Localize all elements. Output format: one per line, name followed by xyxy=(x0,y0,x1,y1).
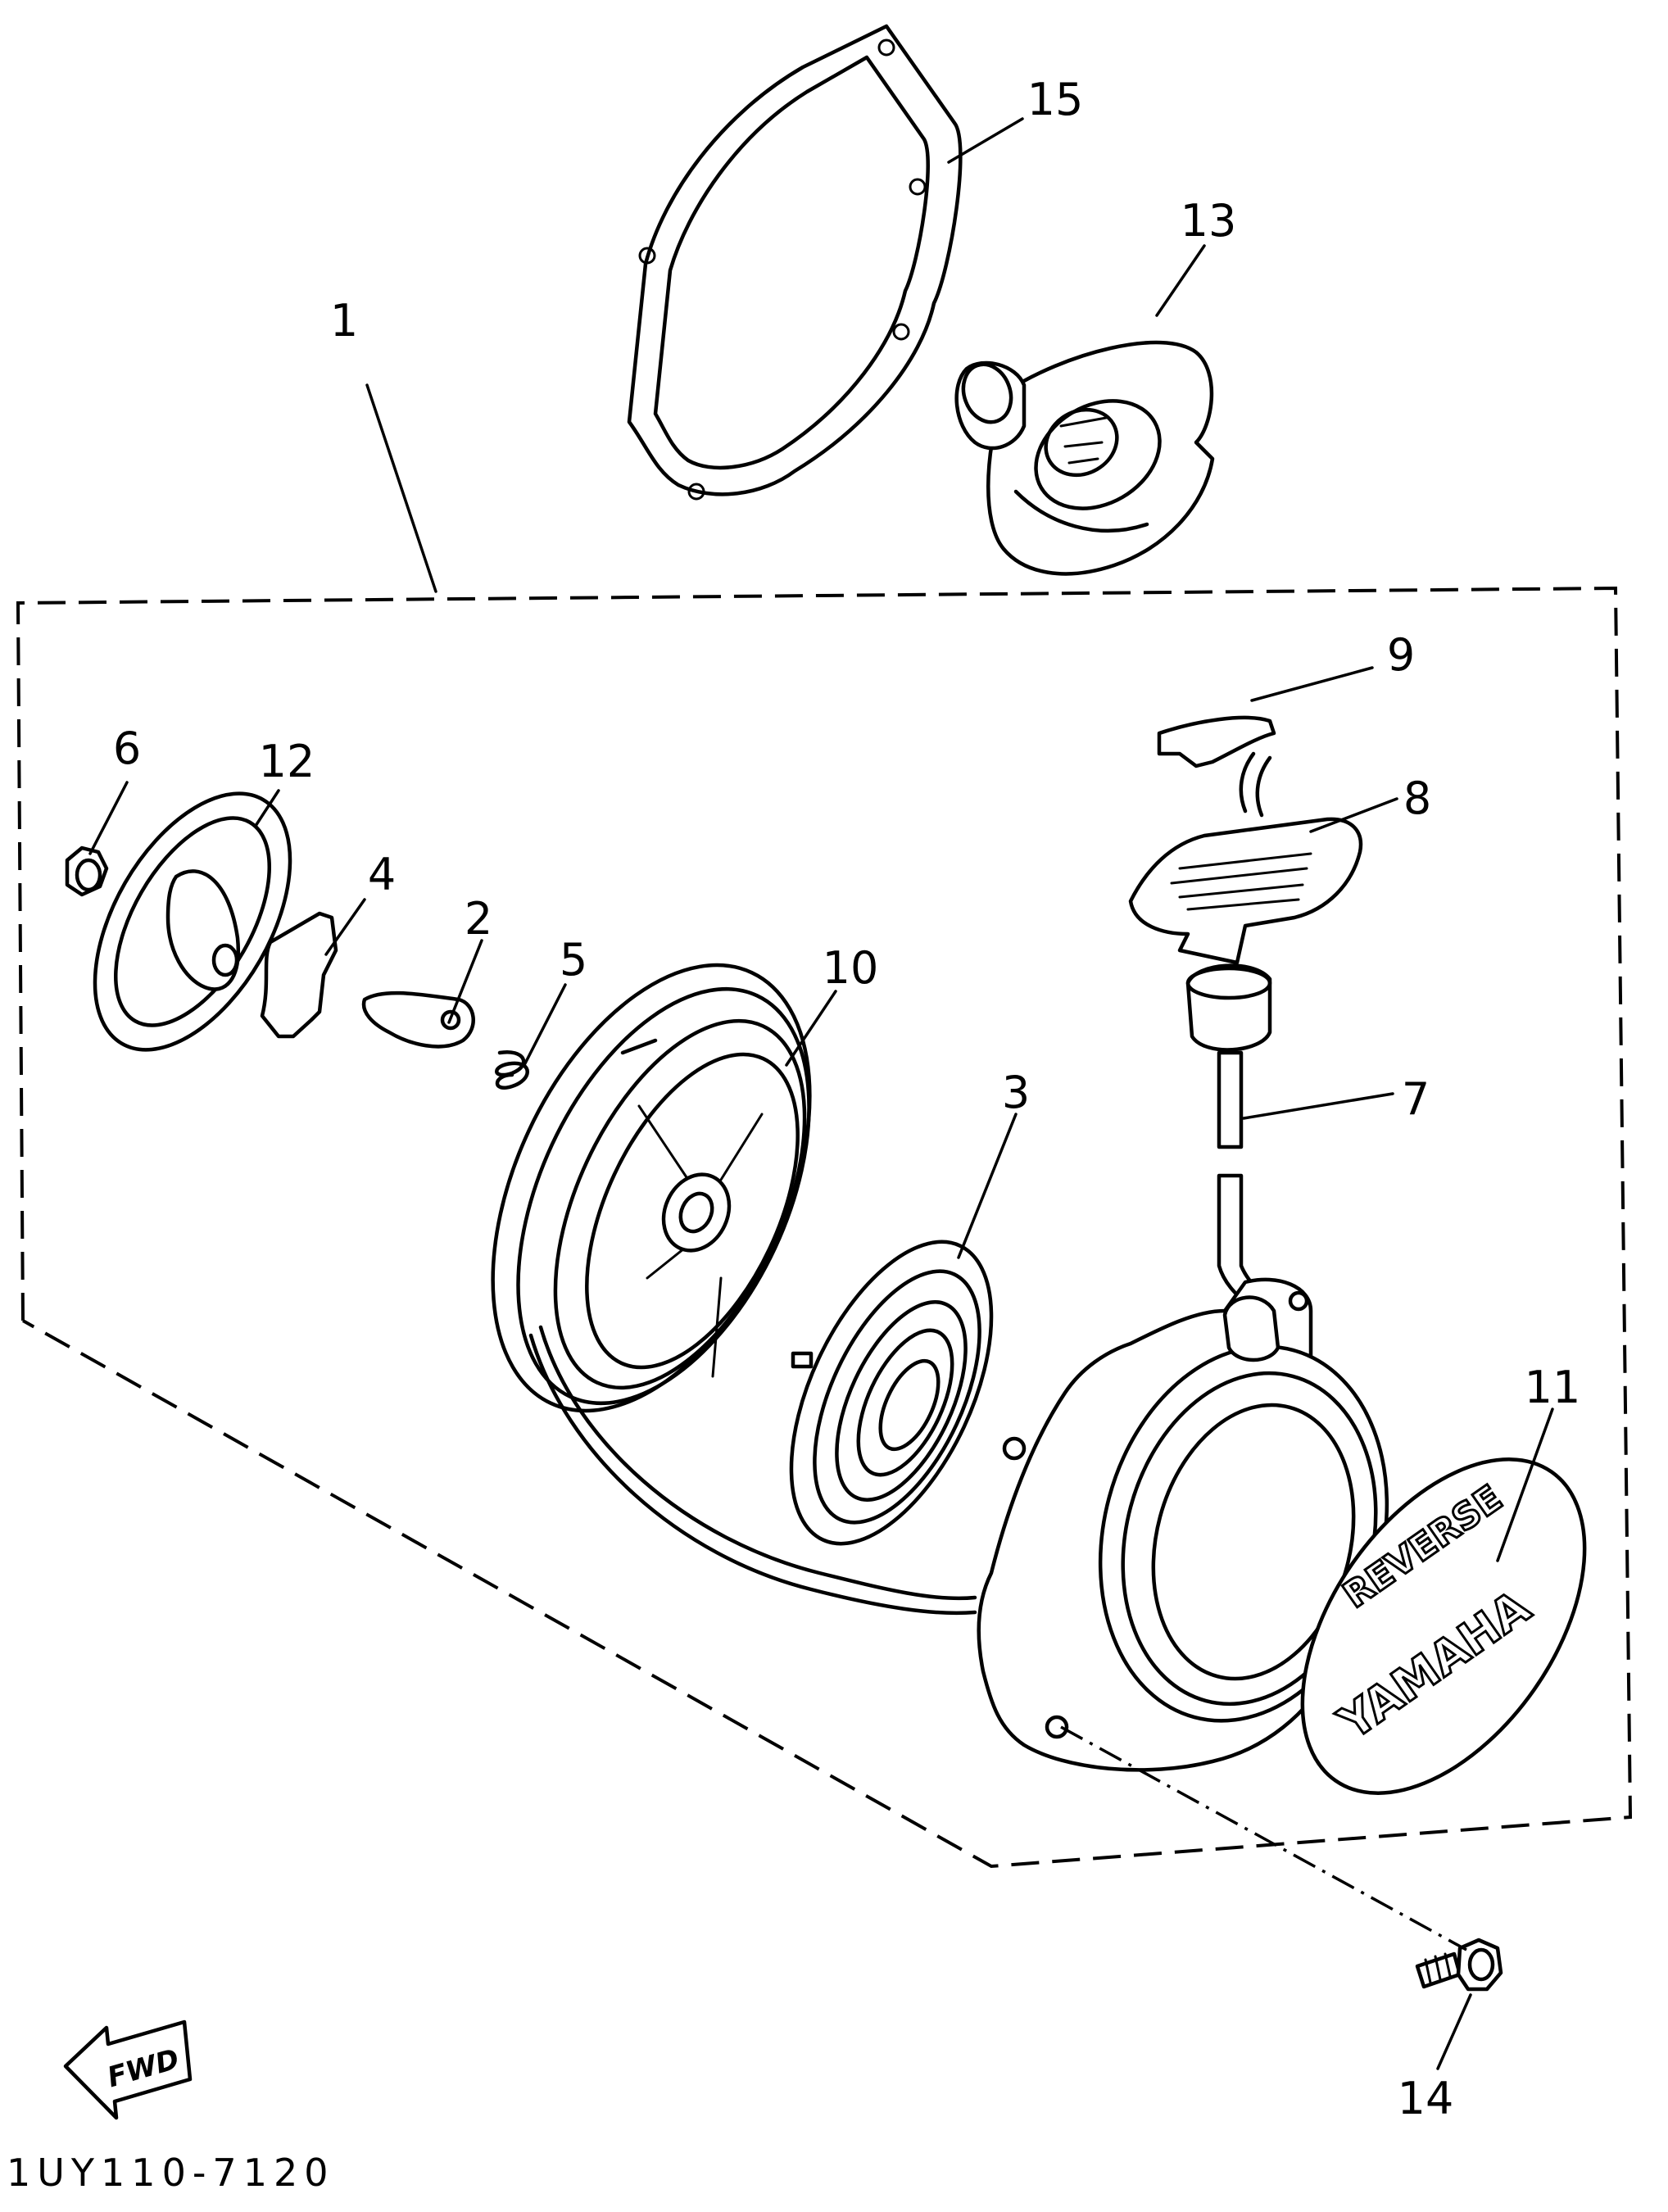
callout-9: 9 xyxy=(1387,629,1415,681)
pawl-part-2 xyxy=(361,990,475,1049)
callout-6: 6 xyxy=(113,723,141,774)
callout-13: 13 xyxy=(1181,195,1237,247)
callout-numbers: 1 2 3 4 5 6 7 8 9 10 11 12 13 14 15 xyxy=(113,74,1581,2124)
callout-15: 15 xyxy=(1027,74,1084,125)
sheave-drum-part-10 xyxy=(491,963,812,1413)
drive-pulley-part-13 xyxy=(954,340,1215,576)
handle-cap-part-9 xyxy=(1157,715,1276,768)
fwd-direction-badge: FWD xyxy=(63,2019,193,2120)
spiral-spring-part-3 xyxy=(789,1240,994,1546)
callout-7: 7 xyxy=(1402,1073,1430,1125)
callout-3: 3 xyxy=(1002,1067,1030,1118)
callout-4: 4 xyxy=(368,849,396,900)
assembly-boundary xyxy=(16,586,1633,1869)
leader-lines xyxy=(88,117,1554,2070)
callout-2: 2 xyxy=(465,893,492,945)
callout-11: 11 xyxy=(1525,1362,1581,1413)
nut-part-6 xyxy=(65,845,109,897)
gasket-part-15 xyxy=(627,24,963,501)
starter-case xyxy=(977,1277,1389,1772)
friction-plate-part-12 xyxy=(93,791,292,1052)
callout-5: 5 xyxy=(560,934,587,986)
spring-clip-part-4 xyxy=(260,911,338,1039)
callout-1: 1 xyxy=(330,295,358,347)
callout-12: 12 xyxy=(259,736,315,787)
drawing-code: 1UY110-7120 xyxy=(7,2151,335,2195)
callout-8: 8 xyxy=(1403,773,1431,824)
starter-rope-part-7 xyxy=(528,1050,1276,1616)
bolt-part-14 xyxy=(1415,1938,1503,1992)
starter-handle-part-8 xyxy=(1128,751,1363,1052)
pawl-spring-part-5 xyxy=(495,1049,529,1090)
callout-10: 10 xyxy=(823,942,879,994)
callout-14: 14 xyxy=(1398,2073,1454,2124)
